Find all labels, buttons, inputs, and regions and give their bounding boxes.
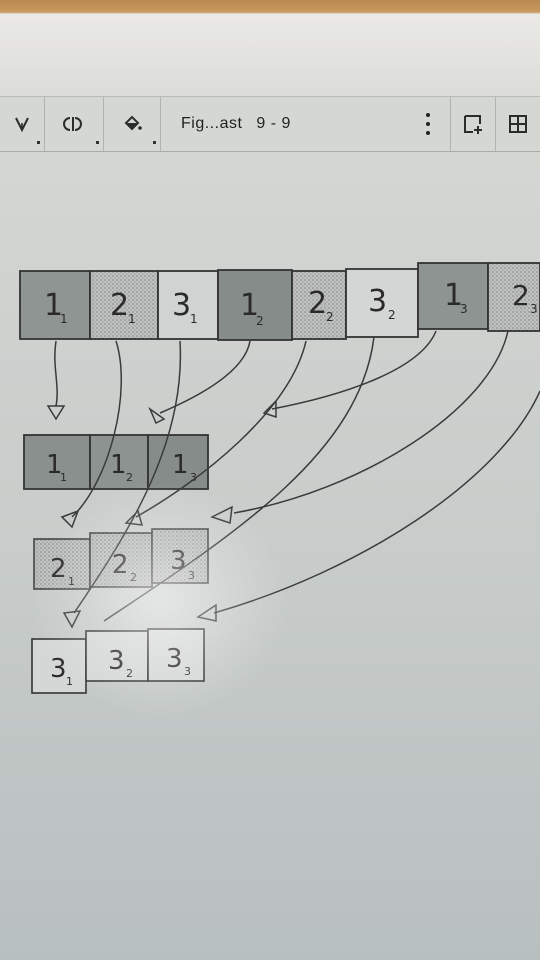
row3-subscript: 3 [184, 665, 191, 678]
add-page-button[interactable] [451, 97, 496, 151]
fill-tool-button[interactable] [104, 97, 161, 151]
toolbar: Fig...ast 9 - 9 [0, 96, 540, 152]
page-indicator[interactable]: 9 - 9 [256, 115, 291, 132]
top-row-labels: 1 1 2 1 3 1 1 2 2 2 3 2 1 3 2 3 [44, 278, 538, 328]
paint-bucket-icon [124, 115, 142, 131]
row1-label: 1 [46, 450, 63, 480]
row3-label: 3 [166, 644, 183, 674]
cell-subscript: 3 [530, 302, 538, 316]
more-vertical-icon [426, 113, 430, 117]
cell-label: 2 [308, 286, 327, 321]
row2-label: 2 [112, 550, 129, 580]
cell-subscript: 2 [326, 310, 334, 324]
eraser-icon [63, 117, 82, 131]
cell-label: 3 [368, 284, 387, 319]
row1-label: 1 [172, 450, 189, 480]
device-bezel [0, 14, 540, 96]
row1-subscript: 3 [190, 471, 197, 484]
cell-subscript: 2 [388, 308, 396, 322]
pen-tool-button[interactable] [0, 97, 45, 151]
row1-subscript: 1 [60, 471, 67, 484]
cell-subscript: 2 [256, 314, 264, 328]
row3-label: 3 [50, 654, 67, 684]
row2-subscript: 3 [188, 569, 195, 582]
pen-nib-icon [15, 117, 29, 133]
cell-subscript: 1 [128, 312, 136, 326]
row3-label: 3 [108, 646, 125, 676]
row2-label: 2 [50, 554, 67, 584]
notebook-name: Fig...ast [181, 115, 243, 132]
cell-label: 2 [110, 288, 129, 323]
handwritten-sketch: 1 1 2 1 3 1 1 2 2 2 3 2 1 3 2 3 1 1 1 2 … [19, 262, 540, 694]
row3-subscript: 2 [126, 667, 133, 680]
cell-label: 2 [512, 279, 530, 312]
grid-view-button[interactable] [496, 97, 540, 151]
submenu-indicator [153, 141, 156, 144]
cell-subscript: 1 [60, 312, 68, 326]
notebook-title[interactable]: Fig...ast 9 - 9 [161, 97, 406, 151]
row2-subscript: 2 [130, 571, 137, 584]
row3-subscript: 1 [66, 675, 73, 688]
cell-subscript: 3 [460, 302, 468, 316]
cell-label: 3 [172, 288, 191, 323]
add-page-icon [464, 115, 482, 134]
submenu-indicator [96, 141, 99, 144]
grid-view-icon [509, 115, 527, 133]
row1-subscript: 2 [126, 471, 133, 484]
cell-label: 1 [240, 288, 259, 323]
submenu-indicator [37, 141, 40, 144]
cell-label: 1 [44, 288, 63, 323]
row2-subscript: 1 [68, 575, 75, 588]
drawing-canvas[interactable]: 1 1 2 1 3 1 1 2 2 2 3 2 1 3 2 3 1 1 1 2 … [0, 151, 540, 960]
eraser-tool-button[interactable] [45, 97, 104, 151]
cell-subscript: 1 [190, 312, 198, 326]
more-options-button[interactable] [406, 97, 451, 151]
row1-label: 1 [110, 450, 127, 480]
cell-label: 1 [444, 278, 463, 313]
